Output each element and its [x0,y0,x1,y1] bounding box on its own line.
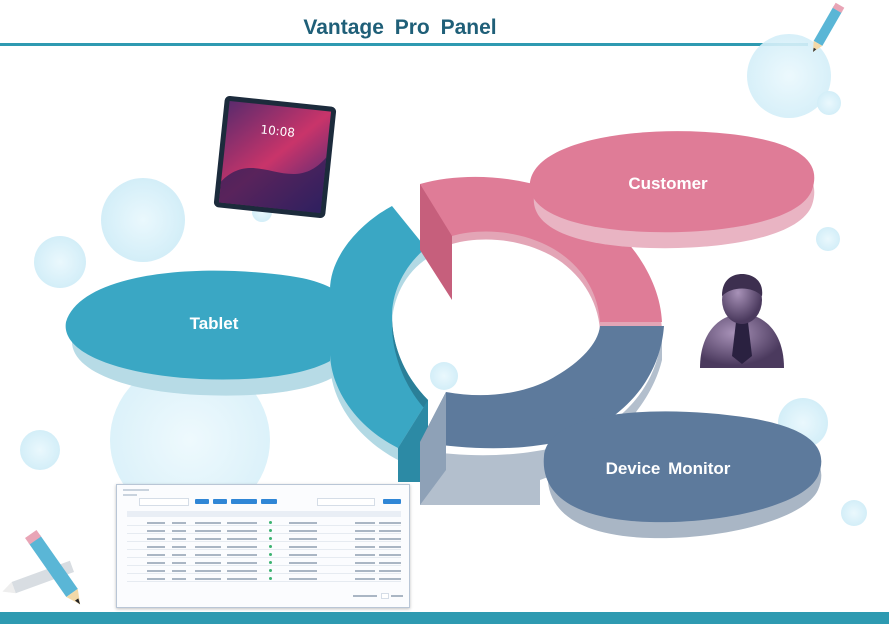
tablet-label: Tablet [189,314,239,333]
customer-label: Customer [628,174,708,193]
page-title: Vantage Pro Panel [303,16,497,39]
device-monitor-segment-leaf [543,411,822,539]
customer-segment-leaf [529,131,815,249]
title-underline [0,43,808,46]
background-bubbles [20,34,867,526]
customer-ring-segment [420,176,662,330]
tablet-segment-leaf [65,270,359,396]
device-monitor-label: Device Monitor [605,459,731,478]
tablet-ring-segment [330,206,428,482]
footer-bar [0,612,889,624]
pencil-icon-top [813,2,845,52]
pencil-icon-bottom [2,529,81,605]
software-screenshot-thumbnail [116,484,410,608]
svg-text:10:08: 10:08 [260,122,296,140]
tablet-device-icon: 10:08 [213,95,337,219]
person-icon [700,274,784,368]
